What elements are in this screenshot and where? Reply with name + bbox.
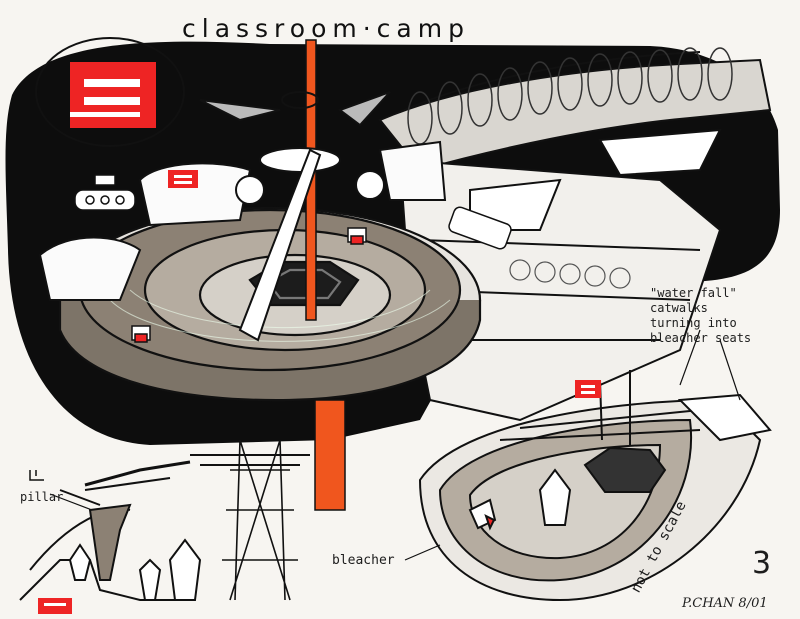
rotor-assembly [199, 91, 391, 342]
page-number: 3 [752, 546, 772, 581]
section-c-mark [575, 380, 601, 398]
pillar-sketch [19, 439, 310, 601]
bleacher-sketch [418, 370, 772, 602]
bleacher-label: bleacher [332, 553, 395, 568]
artist-signature: P.CHAN 8/01 [682, 596, 768, 611]
pillar-icon [29, 470, 44, 481]
orange-pole-bottom [314, 399, 346, 511]
page-title: classroom·camp [182, 14, 470, 43]
pillar-label: pillar [20, 490, 64, 504]
section-b-mark [38, 598, 72, 614]
waterfall-catwalk-note: "water fall" catwalks turning into bleac… [650, 286, 752, 345]
small-section-a-mark [168, 170, 198, 188]
section-a-logo [35, 37, 185, 147]
